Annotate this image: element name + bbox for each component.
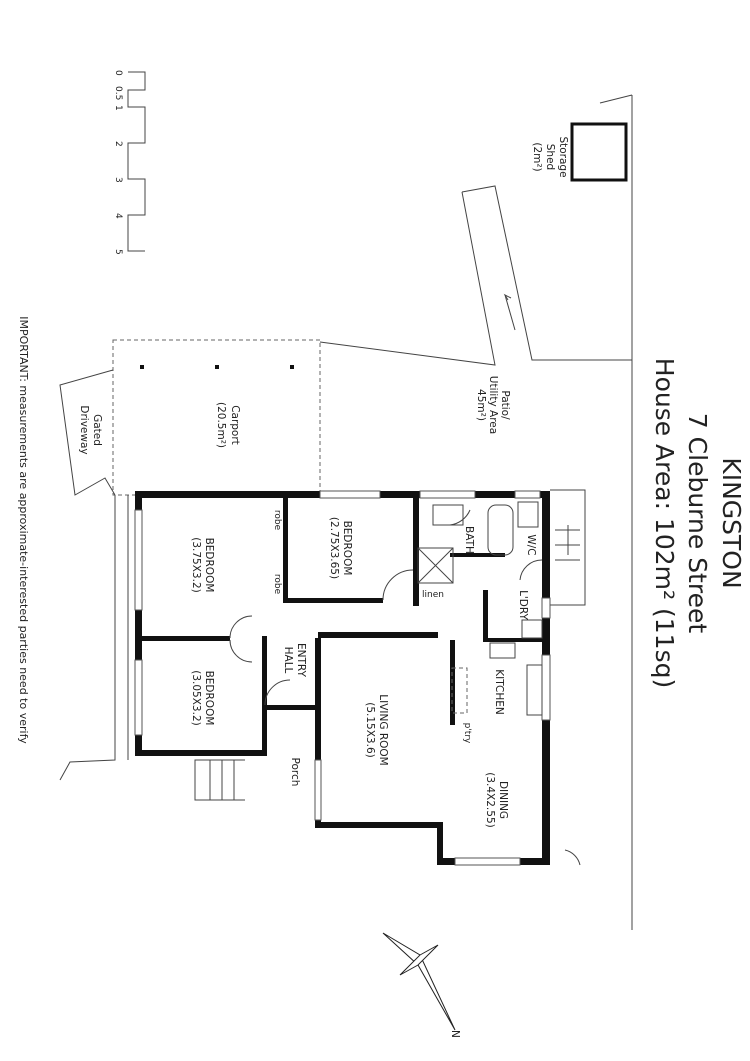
label-storage-shed-3: (2m²) <box>531 142 543 171</box>
label-porch: Porch <box>289 758 301 787</box>
label-pantry: p'try <box>462 723 472 744</box>
scale-tick: 3 <box>113 177 123 183</box>
scale-bar <box>127 71 146 252</box>
label-patio: Patio/ <box>499 390 511 420</box>
label-entry-hall: ENTRY <box>295 643 307 678</box>
label-entry-hall-2: HALL <box>282 647 294 674</box>
label-storage-shed-2: Shed <box>544 144 556 170</box>
label-patio-2: Utility Area <box>487 376 499 434</box>
label-carport: Carport <box>229 405 241 445</box>
label-bedroom-3: BEDROOM <box>203 671 215 726</box>
label-robe-1: robe <box>272 510 282 531</box>
door-swings <box>229 509 581 866</box>
compass-icon <box>382 932 456 1031</box>
storage-shed <box>570 122 628 182</box>
rear-steps <box>550 489 586 606</box>
label-patio-3: 45m²) <box>475 389 487 421</box>
title-suburb: KINGSTON <box>717 457 746 588</box>
windows <box>134 490 551 866</box>
patio-outline <box>319 185 632 366</box>
label-bedroom-2: BEDROOM <box>203 538 215 593</box>
label-living-room: LIVING ROOM <box>377 694 389 765</box>
label-wc: W/C <box>525 534 537 555</box>
label-linen: linen <box>422 590 444 600</box>
title-address: 7 Cleburne Street <box>683 413 712 634</box>
label-driveway: Gated <box>91 414 103 446</box>
label-storage-shed: Storage <box>557 136 569 177</box>
label-bath: BATH <box>463 526 475 554</box>
title-house-area: House Area: 102m² (11sq) <box>650 358 679 688</box>
label-living-room-size: (5.15X3.6) <box>364 702 376 757</box>
label-bedroom-2-size: (3.75X3.2) <box>190 537 202 592</box>
scale-tick: 4 <box>113 213 123 219</box>
label-robe-2: robe <box>272 574 282 595</box>
scale-tick: 2 <box>113 141 123 147</box>
room-labels: Storage Shed (2m²) Patio/ Utility Area 4… <box>78 136 569 827</box>
label-dining-size: (3.4X2.55) <box>484 772 496 827</box>
label-carport-2: (20.5m²) <box>215 402 227 448</box>
label-kitchen: KITCHEN <box>493 669 505 715</box>
label-dining: DINING <box>497 781 509 819</box>
property-boundary <box>599 94 633 930</box>
label-bedroom-1-size: (2.75X3.65) <box>328 517 340 579</box>
front-steps <box>194 759 245 801</box>
scale-tick: 0 <box>113 70 123 76</box>
label-laundry: L'DRY <box>517 590 529 620</box>
label-bedroom-1: BEDROOM <box>341 521 353 576</box>
scale-ticks: 0 0.5 1 2 3 4 5 <box>113 70 123 255</box>
scale-tick: 0.5 <box>113 86 123 100</box>
scale-tick: 1 <box>113 105 123 111</box>
label-driveway-2: Driveway <box>78 405 90 454</box>
label-bedroom-3-size: (3.05X3.2) <box>190 670 202 725</box>
compass-north-label: N <box>449 1030 461 1038</box>
scale-tick: 5 <box>113 249 123 255</box>
driveway-outline <box>59 369 129 781</box>
fixtures <box>417 501 543 716</box>
disclaimer-note: IMPORTANT: measurements are approximate-… <box>17 316 30 744</box>
